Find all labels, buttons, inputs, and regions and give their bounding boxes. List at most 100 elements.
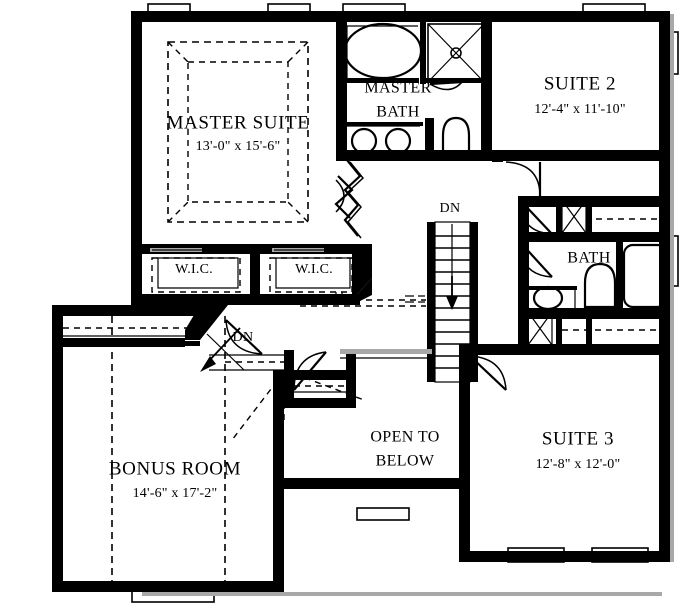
wall-closet-lower-left	[518, 308, 529, 355]
vanity-counter-edge	[345, 122, 423, 126]
bonus-alcove-edge-left	[63, 341, 113, 346]
bonus-room-ceiling-lines	[63, 316, 226, 588]
wall-bath-left	[518, 242, 529, 308]
master-suite-tray-ceiling	[167, 41, 309, 223]
label-suite-2: SUITE 2	[544, 73, 616, 94]
bonus-stair-arrow-head	[200, 356, 216, 372]
wall-closet-divider-b	[586, 196, 592, 236]
wall-stair-right-stringer	[470, 222, 478, 382]
wall-suite3-left	[459, 352, 470, 562]
linen-closet-upper-icon	[561, 199, 587, 234]
door-bonus-swing	[225, 319, 263, 355]
label-wic-right: W.I.C.	[295, 262, 333, 277]
wall-exterior-left-bonus	[52, 305, 63, 592]
wall-wic-left	[131, 244, 142, 305]
wall-group	[52, 11, 670, 592]
wall-hall-partition-b	[284, 398, 356, 408]
wall-otb-bottom	[284, 478, 459, 489]
wall-wic-bottom-left	[131, 294, 262, 305]
tub-wall	[616, 242, 623, 308]
door-suite3-swing	[469, 355, 507, 391]
window-bottom-otb	[356, 507, 410, 521]
door-shower-swing	[429, 81, 463, 91]
wall-closet-lower-divider-a	[556, 308, 562, 355]
label-master-suite-dim: 13'-0" x 15'-6"	[196, 139, 281, 154]
label-bonus-room-dim: 14'-6" x 17'-2"	[133, 486, 218, 501]
wall-wic-corner-bevel	[330, 278, 372, 305]
bath-toilet-icon	[583, 262, 617, 309]
wall-bonus-right	[273, 370, 284, 592]
wall-exterior-top	[131, 11, 670, 22]
wall-shower-left	[420, 22, 426, 84]
shower-drain-icon	[450, 47, 462, 59]
wall-suite3-bottom	[459, 551, 670, 562]
sink-basin-right-icon	[384, 127, 412, 155]
wall-hall-partition-a	[284, 370, 356, 380]
label-master-bath-line2: BATH	[376, 104, 419, 121]
wall-exterior-right	[659, 11, 670, 562]
wall-suite2-door-jamb	[492, 150, 503, 162]
tub-deck-edge	[347, 78, 419, 83]
label-suite-3-dim: 12'-8" x 12'-0"	[536, 457, 621, 472]
label-open-to-below-line2: BELOW	[376, 453, 435, 470]
wall-closet-band-top	[518, 196, 670, 207]
label-master-suite: MASTER SUITE	[167, 112, 310, 133]
bonus-alcove-edge-right	[150, 341, 200, 346]
door-masterbath-arc	[335, 179, 345, 213]
label-wic-left: W.I.C.	[175, 262, 213, 277]
door-shower-leaf	[429, 80, 463, 86]
sink-basin-left-icon	[350, 127, 378, 155]
door-bath-leaf	[519, 241, 553, 278]
wall-wic-right-corner	[352, 244, 372, 300]
wall-exterior-left-upper	[131, 11, 142, 305]
wall-closet-band-bottom	[518, 232, 670, 242]
wall-bonus-connector	[198, 294, 209, 308]
door-suite2-closet-leaf	[519, 199, 553, 235]
wic-right-shelf	[269, 257, 353, 293]
label-dn-bonus-stair: DN	[232, 330, 253, 345]
wall-shadow	[142, 14, 674, 596]
wall-toilet-divider	[425, 118, 434, 161]
wall-hall-partition-left	[284, 350, 294, 408]
wall-masterbath-left	[336, 11, 347, 161]
label-suite-2-dim: 12'-4" x 11'-10"	[534, 102, 625, 117]
door-group	[225, 80, 553, 391]
label-bonus-room: BONUS ROOM	[109, 458, 241, 479]
bath-sink-icon	[532, 285, 564, 311]
wall-hall-to-suite3	[459, 344, 529, 355]
wall-master-bottom	[142, 244, 356, 254]
shower-curb	[426, 78, 486, 83]
stair-run	[434, 221, 471, 383]
wall-masterbath-bottom	[336, 150, 503, 161]
wall-hall-partition-right	[346, 350, 356, 408]
hall-detail-lines	[294, 292, 432, 393]
bath-tub-icon	[622, 243, 668, 309]
door-hall-closet-swing	[293, 351, 327, 391]
wall-closet-lower-bottom	[518, 344, 670, 355]
door-bath-swing	[519, 241, 553, 278]
wall-closet-lower-divider-b	[586, 308, 592, 355]
label-master-bath-line1: MASTER	[364, 80, 431, 97]
label-open-to-below-line1: OPEN TO	[370, 429, 439, 446]
linen-closet-lower-icon	[527, 311, 553, 346]
label-suite-3: SUITE 3	[542, 428, 614, 449]
door-masterbath-pocket	[343, 159, 362, 237]
door-suite2-closet-swing	[519, 199, 553, 235]
wall-bonus-interior-top	[63, 338, 185, 347]
wall-wic-divider	[250, 244, 260, 305]
wall-closet-divider-a	[556, 196, 562, 236]
label-dn-main-stair: DN	[439, 201, 460, 216]
wall-stair-left-stringer	[427, 222, 435, 382]
door-bonus-leaf	[225, 319, 263, 355]
wall-suite2-bottom	[503, 150, 670, 161]
wall-vanity-back	[336, 122, 347, 161]
bonus-stair-arrow	[205, 327, 241, 365]
wall-bonus-stair-angle	[185, 305, 228, 340]
hall-rail	[340, 349, 432, 354]
door-suite3-leaf	[469, 355, 507, 391]
toilet-icon	[441, 116, 471, 160]
wall-suite2-left	[481, 22, 492, 161]
door-hall-closet-leaf	[293, 351, 327, 391]
